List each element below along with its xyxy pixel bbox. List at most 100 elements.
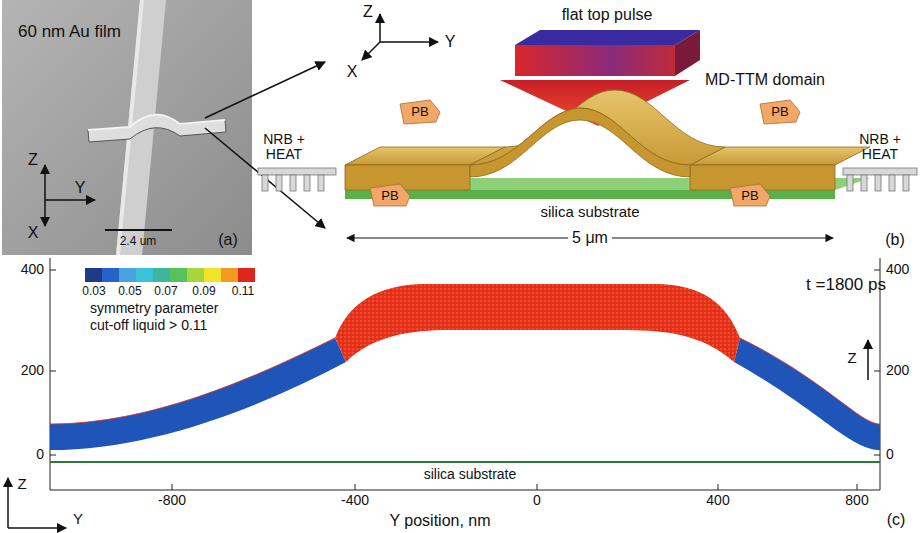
plot-frame	[50, 455, 56, 456]
pressure-boundary	[370, 184, 410, 206]
color-bar	[221, 268, 238, 282]
tick-label: 0	[36, 447, 44, 462]
sem-image	[2, 0, 252, 255]
plot-frame	[874, 455, 880, 456]
axis-label: Y	[445, 33, 456, 51]
axis-label: X	[28, 224, 39, 242]
plot-frame	[50, 371, 56, 372]
colorbar-tick: 0.05	[118, 285, 141, 298]
pressure-boundary	[760, 100, 800, 124]
plot-frame	[718, 484, 719, 490]
axis-arrow	[867, 340, 869, 380]
film-snapshot	[50, 338, 335, 424]
color-bar	[204, 268, 221, 282]
gold-film	[345, 90, 870, 199]
part-label: silica substrate	[424, 467, 517, 482]
boundary-label: NRB + HEAT	[258, 132, 310, 163]
colorbar-title: symmetry parameter	[90, 301, 218, 316]
sem-image	[105, 229, 172, 231]
gold-film	[345, 165, 470, 190]
axes-symbol	[362, 14, 438, 60]
colorbar-note: cut-off liquid > 0.11	[90, 318, 207, 333]
heat-bath-comb	[847, 175, 853, 191]
heat-bath-comb	[875, 175, 881, 191]
heat-bath-comb	[262, 175, 268, 191]
tick-label: -400	[341, 493, 369, 508]
boundary-label: NRB + HEAT	[854, 132, 906, 163]
plot-frame	[50, 490, 880, 491]
heat-bath-comb	[290, 175, 296, 191]
sem-image	[88, 115, 225, 130]
plot-frame	[50, 270, 56, 271]
film-snapshot	[734, 338, 880, 450]
color-bar	[187, 268, 204, 282]
axis-label: Z	[847, 350, 856, 367]
time-label: t =1800 ps	[806, 276, 886, 295]
color-bar	[238, 268, 255, 282]
boundary-label: PB	[771, 105, 788, 119]
panel-label: (c)	[887, 511, 906, 529]
laser-pulse	[515, 45, 675, 76]
part-label: flat top pulse	[562, 6, 653, 24]
plot-frame	[537, 484, 538, 490]
zoom-arrow	[205, 62, 325, 118]
heat-bath-comb	[258, 168, 336, 175]
heat-bath-comb	[276, 175, 282, 191]
color-bar	[170, 268, 187, 282]
panel-note: 60 nm Au film	[18, 23, 121, 42]
colorbar-tick: 0.03	[82, 285, 105, 298]
tick-label: 200	[21, 363, 44, 378]
axes-symbol	[362, 42, 380, 60]
pressure-boundary	[370, 100, 800, 206]
pressure-boundary	[400, 100, 440, 124]
plot-frame	[874, 371, 880, 372]
axis-arrow	[8, 340, 868, 528]
tick-label: 400	[886, 262, 909, 277]
sem-image	[44, 165, 46, 200]
film-snapshot	[740, 338, 880, 424]
part-label: MD-TTM domain	[705, 71, 825, 89]
colorbar-tick: 0.07	[154, 285, 177, 298]
axis-label: Y	[75, 179, 86, 197]
gold-film	[470, 108, 690, 177]
sem-image	[44, 200, 46, 226]
laser-pulse	[675, 30, 700, 76]
sem-image	[45, 199, 95, 201]
color-bar	[85, 268, 255, 282]
heat-bath-comb	[861, 175, 867, 191]
heat-bath-comb	[258, 168, 917, 191]
tick-label: 400	[21, 262, 44, 277]
colorbar-tick: 0.11	[232, 285, 254, 298]
axis-label: Z	[363, 3, 373, 21]
axis-label: Z	[17, 476, 26, 493]
heat-bath-comb	[318, 175, 324, 191]
substrate-line	[50, 462, 880, 463]
zoom-arrow	[205, 62, 325, 228]
tick-label: 0	[886, 447, 894, 462]
film-snapshot	[335, 284, 740, 362]
tick-label: -800	[158, 493, 186, 508]
axis-label: Z	[28, 151, 38, 169]
film-snapshot	[50, 338, 346, 450]
zoom-arrow	[205, 128, 325, 228]
scale-bar-label: 2.4 um	[120, 235, 157, 248]
tick-label: 800	[845, 493, 868, 508]
axis-arrow	[8, 527, 66, 529]
axis-arrow	[7, 478, 9, 528]
colorbar-tick: 0.09	[192, 285, 215, 298]
axis-label: X	[347, 63, 358, 81]
plot-frame	[355, 484, 356, 490]
plot-frame	[874, 270, 880, 271]
heat-bath-comb	[903, 175, 909, 191]
plot-frame	[172, 484, 173, 490]
axis-title: Y position, nm	[389, 512, 490, 530]
part-label: silica substrate	[540, 204, 639, 221]
plot-frame	[857, 484, 858, 490]
dimension-label: 5 μm	[568, 229, 612, 247]
color-bar	[153, 268, 170, 282]
color-bar	[119, 268, 136, 282]
plot-frame	[50, 258, 880, 490]
axes-symbol	[379, 14, 381, 42]
heat-bath-comb	[889, 175, 895, 191]
